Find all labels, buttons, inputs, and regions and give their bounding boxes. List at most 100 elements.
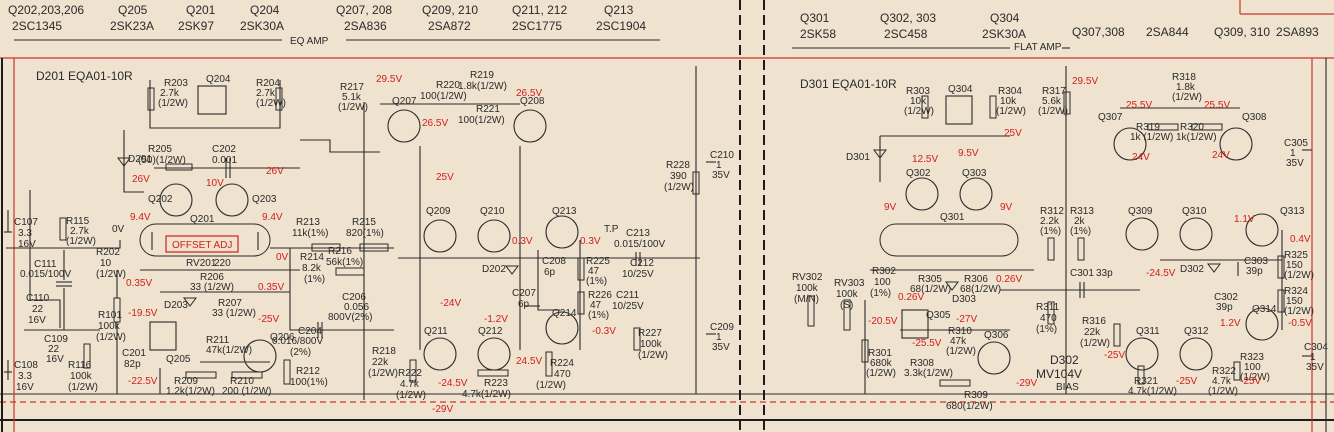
q302: Q302: [905, 168, 939, 211]
q309-circle: [1125, 217, 1159, 251]
eq-transistors: Q204 Q202 Q203 Q201 Q205 Q206 Q207: [148, 74, 579, 373]
r220-ref: R220: [436, 80, 460, 91]
r225-val: 47: [588, 266, 600, 277]
r225-body: [577, 257, 585, 281]
q307-circle: [1113, 127, 1147, 161]
v-m19-5v: -19.5V: [128, 308, 158, 319]
c303-ref: C303: [1244, 256, 1268, 267]
upper-network: R203 2.7k (1/2W) R204 2.7k (1/2W) R205 (…: [117, 78, 380, 193]
q213: Q213: [545, 206, 579, 249]
flat-upper-network: R303 10k (1/2W) R304 10k (1/2W) R317 5.6…: [846, 66, 1312, 394]
v-12-5v: 12.5V: [912, 154, 938, 165]
r203-body: [147, 87, 155, 111]
q313-label: Q313: [1280, 206, 1305, 217]
r219-ref: R219: [470, 70, 494, 81]
v-0v-a: 0V: [112, 224, 125, 235]
d302-ref-upper: D302: [1180, 264, 1204, 275]
c107-ref: C107: [14, 217, 38, 228]
c302-val: 39p: [1216, 302, 1233, 313]
r214-val: 8.2k: [302, 263, 322, 274]
r310-val: 47k: [950, 336, 967, 347]
c213-val: 0.015/100V: [614, 239, 665, 250]
q308-label: Q308: [1242, 112, 1267, 123]
v-26v-b: 26V: [266, 166, 284, 177]
r226-rating: (1%): [588, 310, 609, 321]
r217-rating: (1/2W): [338, 102, 368, 113]
q201-dual-fet-body: [139, 223, 271, 257]
flat-group-refs-2: Q302, 303: [880, 11, 936, 25]
q211-circle: [423, 337, 457, 371]
rv303-rating: (S): [840, 300, 853, 311]
q212: Q212: [477, 326, 511, 371]
v-m24v: -24V: [440, 298, 461, 309]
q212-label: Q212: [478, 326, 503, 337]
q306-circle: [977, 341, 1011, 375]
r210-body: [231, 371, 263, 379]
r318-ref: R318: [1172, 72, 1196, 83]
offset-adj-label: OFFSET ADJ: [172, 240, 232, 251]
r227-rating: (1/2W): [638, 350, 668, 361]
c107-rating: 16V: [18, 239, 36, 250]
v-0-3v-b: 0.3V: [580, 236, 601, 247]
q311: Q311: [1125, 326, 1160, 371]
q214: Q214: [545, 308, 579, 345]
r325-body: [1277, 255, 1285, 279]
flat-transistors: Q304 Q302 Q303 Q301 Q307 Q308 Q309: [901, 84, 1305, 375]
header-eq-amp: Q202,203,206 2SC1345 Q205 2SK23A Q201 2S…: [8, 3, 660, 47]
flat-group-part-4: 2SA844: [1146, 25, 1189, 39]
r306-val: 68(1/2W): [960, 284, 1001, 295]
r316-body: [1113, 323, 1121, 347]
eq-group-part-3: 2SK97: [178, 19, 214, 33]
eq-feedback-network: R213 11k(1%) R215 820(1%) R214 8.2k (1%)…: [270, 217, 394, 388]
q303-label: Q303: [962, 168, 987, 179]
r316-ref: R316: [1082, 316, 1106, 327]
q301-dual-fet-body: [879, 223, 1019, 257]
q306: Q306: [977, 330, 1011, 375]
q306-label: Q306: [984, 330, 1009, 341]
r321-ref: R321: [1134, 376, 1158, 387]
v-m22-5v: -22.5V: [128, 376, 158, 387]
q203: Q203: [215, 183, 277, 217]
eq-group-part-8: 2SC1904: [596, 19, 646, 33]
r203-val: 2.7k: [160, 88, 180, 99]
v-9v-b: 9V: [1000, 202, 1013, 213]
r210-ref: R210: [230, 376, 254, 387]
r311-rating: (1%): [1036, 324, 1057, 335]
r228-ref: R228: [666, 160, 690, 171]
r301-rating: (1/2W): [866, 368, 896, 379]
eq-group-part-1: 2SC1345: [12, 19, 62, 33]
r227-val: 100k: [640, 339, 663, 350]
offset-adj-box: [165, 235, 239, 253]
q314: Q314: [1245, 304, 1279, 341]
c206-rating: 800V(2%): [328, 312, 372, 323]
q202-label: Q202: [148, 194, 173, 205]
flat-group-refs-5: Q309, 310: [1214, 25, 1270, 39]
q211-label: Q211: [424, 326, 448, 337]
v-25-5v-b: 25.5V: [1204, 100, 1230, 111]
r115-val: 2.7k: [70, 226, 90, 237]
r312-body: [1047, 237, 1055, 261]
v-m20-5v: -20.5V: [868, 316, 898, 327]
rv201-val: 220: [214, 258, 231, 269]
flat-group-part-1: 2SK58: [800, 27, 836, 41]
r303-rating: (1/2W): [904, 106, 934, 117]
r224-body: [545, 351, 553, 377]
r202-ref: R202: [96, 247, 120, 258]
r116-rating: (1/2W): [68, 382, 98, 393]
r213-ref: R213: [296, 217, 320, 228]
q302-circle: [905, 177, 939, 211]
rv302-val: 100k: [796, 283, 819, 294]
r202-val: 10: [100, 258, 112, 269]
q307: Q307: [1098, 112, 1147, 161]
c109-ref: C109: [44, 334, 68, 345]
c208-val: 6p: [544, 267, 556, 278]
v-25v-b: 25V: [1004, 128, 1022, 139]
r323-rating: (1/2W): [1240, 372, 1270, 383]
r308-val: 3.3k(1/2W): [904, 368, 953, 379]
r213-val: 11k(1%): [292, 228, 329, 239]
v-m0-3v: -0.3V: [592, 326, 616, 337]
r312-val: 2.2k: [1040, 216, 1060, 227]
v-25-5v-a: 25.5V: [1126, 100, 1152, 111]
r116-val: 100k: [70, 371, 93, 382]
v-m29v-a: -29V: [432, 404, 453, 415]
